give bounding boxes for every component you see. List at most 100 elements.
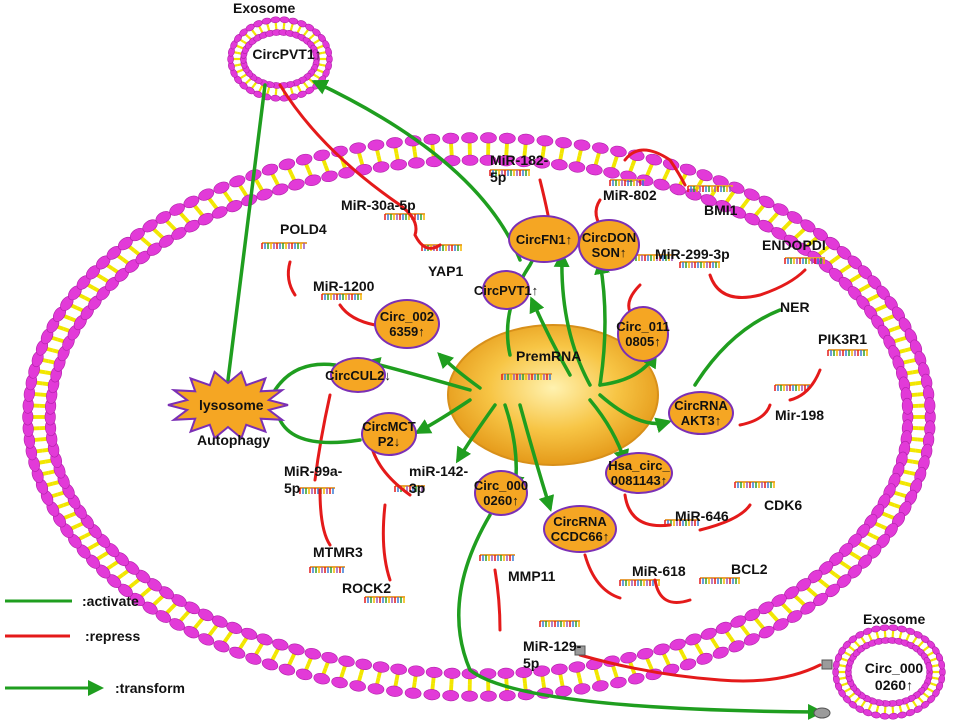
exosome-bottom-content: Circ_000 0260↑: [844, 660, 944, 694]
lipid-head: [355, 658, 373, 671]
label-endopdi: ENDOPDI: [762, 237, 826, 254]
lipid-head: [304, 647, 322, 661]
lipid-head: [573, 682, 590, 695]
lipid-head: [610, 676, 628, 689]
lipid-head: [212, 638, 231, 654]
lipid-head: [261, 657, 280, 672]
label-mir-1200: MiR-1200: [313, 278, 374, 295]
lipid-head: [372, 161, 389, 174]
label-mtmr3: MTMR3: [313, 544, 363, 561]
lipid-head: [228, 645, 247, 661]
lipid-head: [480, 133, 496, 144]
repress-line: [340, 305, 375, 325]
label-mir-129-5p: MiR-129- 5p: [523, 638, 581, 672]
lipid-head: [679, 657, 698, 672]
repress-line: [740, 405, 770, 425]
autophagy-line: [228, 85, 265, 380]
lipid-head: [442, 133, 458, 144]
lipid-head: [889, 713, 899, 720]
lipid-head: [295, 667, 313, 681]
label-rock2: ROCK2: [342, 580, 391, 597]
lipid-head: [261, 162, 280, 177]
lipid-head: [423, 689, 440, 701]
lipid-head: [338, 655, 356, 668]
label-yap1: YAP1: [428, 263, 463, 280]
label-bcl2: BCL2: [731, 561, 768, 578]
lipid-head: [499, 133, 515, 144]
label-mir-618: MiR-618: [632, 563, 686, 580]
node-hsa-circ-0081143: Hsa_circ_ 0081143↑: [605, 452, 673, 494]
exosome-top-title: Exosome: [233, 0, 295, 17]
lipid-head: [331, 676, 349, 689]
repress-line: [585, 555, 620, 598]
lipid-head: [555, 137, 572, 149]
lipid-head: [679, 162, 698, 177]
lipid-head: [924, 397, 936, 414]
lipid-head: [271, 16, 281, 23]
legend-repress-label: :repress: [85, 628, 140, 645]
node-circmctp2: CircMCT P2↓: [361, 412, 417, 456]
legend-transform-label: :transform: [115, 680, 185, 697]
node-circ-0110805: Circ_011 0805↑: [617, 306, 669, 362]
lipid-head: [442, 690, 458, 701]
lipid-head: [695, 651, 714, 666]
label-pold4: POLD4: [280, 221, 327, 238]
lipid-head: [871, 711, 881, 719]
node-circrna-ccdc66: CircRNA CCDC66↑: [543, 505, 617, 553]
label-mir-142-3p: miR-142- 3p: [409, 463, 468, 497]
lipid-head: [386, 137, 403, 149]
lipid-head: [244, 651, 263, 666]
label-mmp11: MMP11: [508, 568, 555, 585]
lipid-head: [462, 155, 478, 166]
node-circ-0000260: Circ_000 0260↑: [474, 470, 528, 516]
lipid-head: [499, 690, 515, 701]
node-circdonson: CircDON SON↑: [578, 219, 640, 271]
lipid-head: [349, 679, 367, 692]
lipid-head: [619, 651, 637, 665]
lipid-head: [288, 17, 298, 25]
lipid-head: [480, 691, 496, 702]
label-cdk6: CDK6: [764, 497, 802, 514]
lipid-head: [321, 651, 339, 665]
lipid-head: [461, 691, 477, 702]
lipid-head: [610, 145, 628, 158]
repress-line: [320, 490, 330, 545]
lipid-head: [367, 139, 384, 152]
lipid-head: [225, 198, 244, 214]
repress-line: [710, 270, 805, 298]
lipid-head: [304, 173, 322, 187]
lipid-head: [295, 153, 313, 167]
repress-line: [383, 505, 390, 580]
connector-dot: [814, 708, 830, 718]
lipid-head: [287, 177, 305, 192]
label-bmi1: BMI1: [704, 202, 737, 219]
lipid-head: [212, 180, 231, 196]
lipid-head: [255, 632, 274, 647]
lipid-head: [426, 667, 443, 679]
repress-line: [625, 495, 670, 526]
lipid-head: [897, 711, 907, 719]
exosome-top-content: CircPVT1↑: [232, 46, 342, 63]
lipid-head: [668, 637, 687, 652]
label-pik3r1: PIK3R1: [818, 331, 867, 348]
lipid-head: [255, 187, 274, 202]
autophagy-label: Autophagy: [197, 432, 270, 449]
premrna-label: PremRNA: [516, 348, 581, 365]
node-circ-0026359: Circ_002 6359↑: [374, 299, 440, 349]
repress-line: [655, 580, 690, 603]
lipid-head: [592, 679, 610, 692]
lipid-head: [271, 95, 281, 102]
lipid-head: [603, 166, 621, 179]
lipid-head: [592, 142, 610, 155]
lipid-head: [444, 668, 460, 679]
lipid-head: [568, 161, 585, 174]
lipid-head: [408, 157, 425, 169]
label-mir-182-5p: MiR-182- 5p: [490, 152, 548, 186]
lipid-head: [313, 672, 331, 686]
lipid-head: [280, 16, 290, 23]
label-mir-802: MiR-802: [603, 187, 657, 204]
lipid-head: [261, 17, 271, 25]
lipid-head: [390, 663, 407, 675]
lipid-head: [727, 638, 746, 654]
repress-line: [288, 262, 295, 295]
